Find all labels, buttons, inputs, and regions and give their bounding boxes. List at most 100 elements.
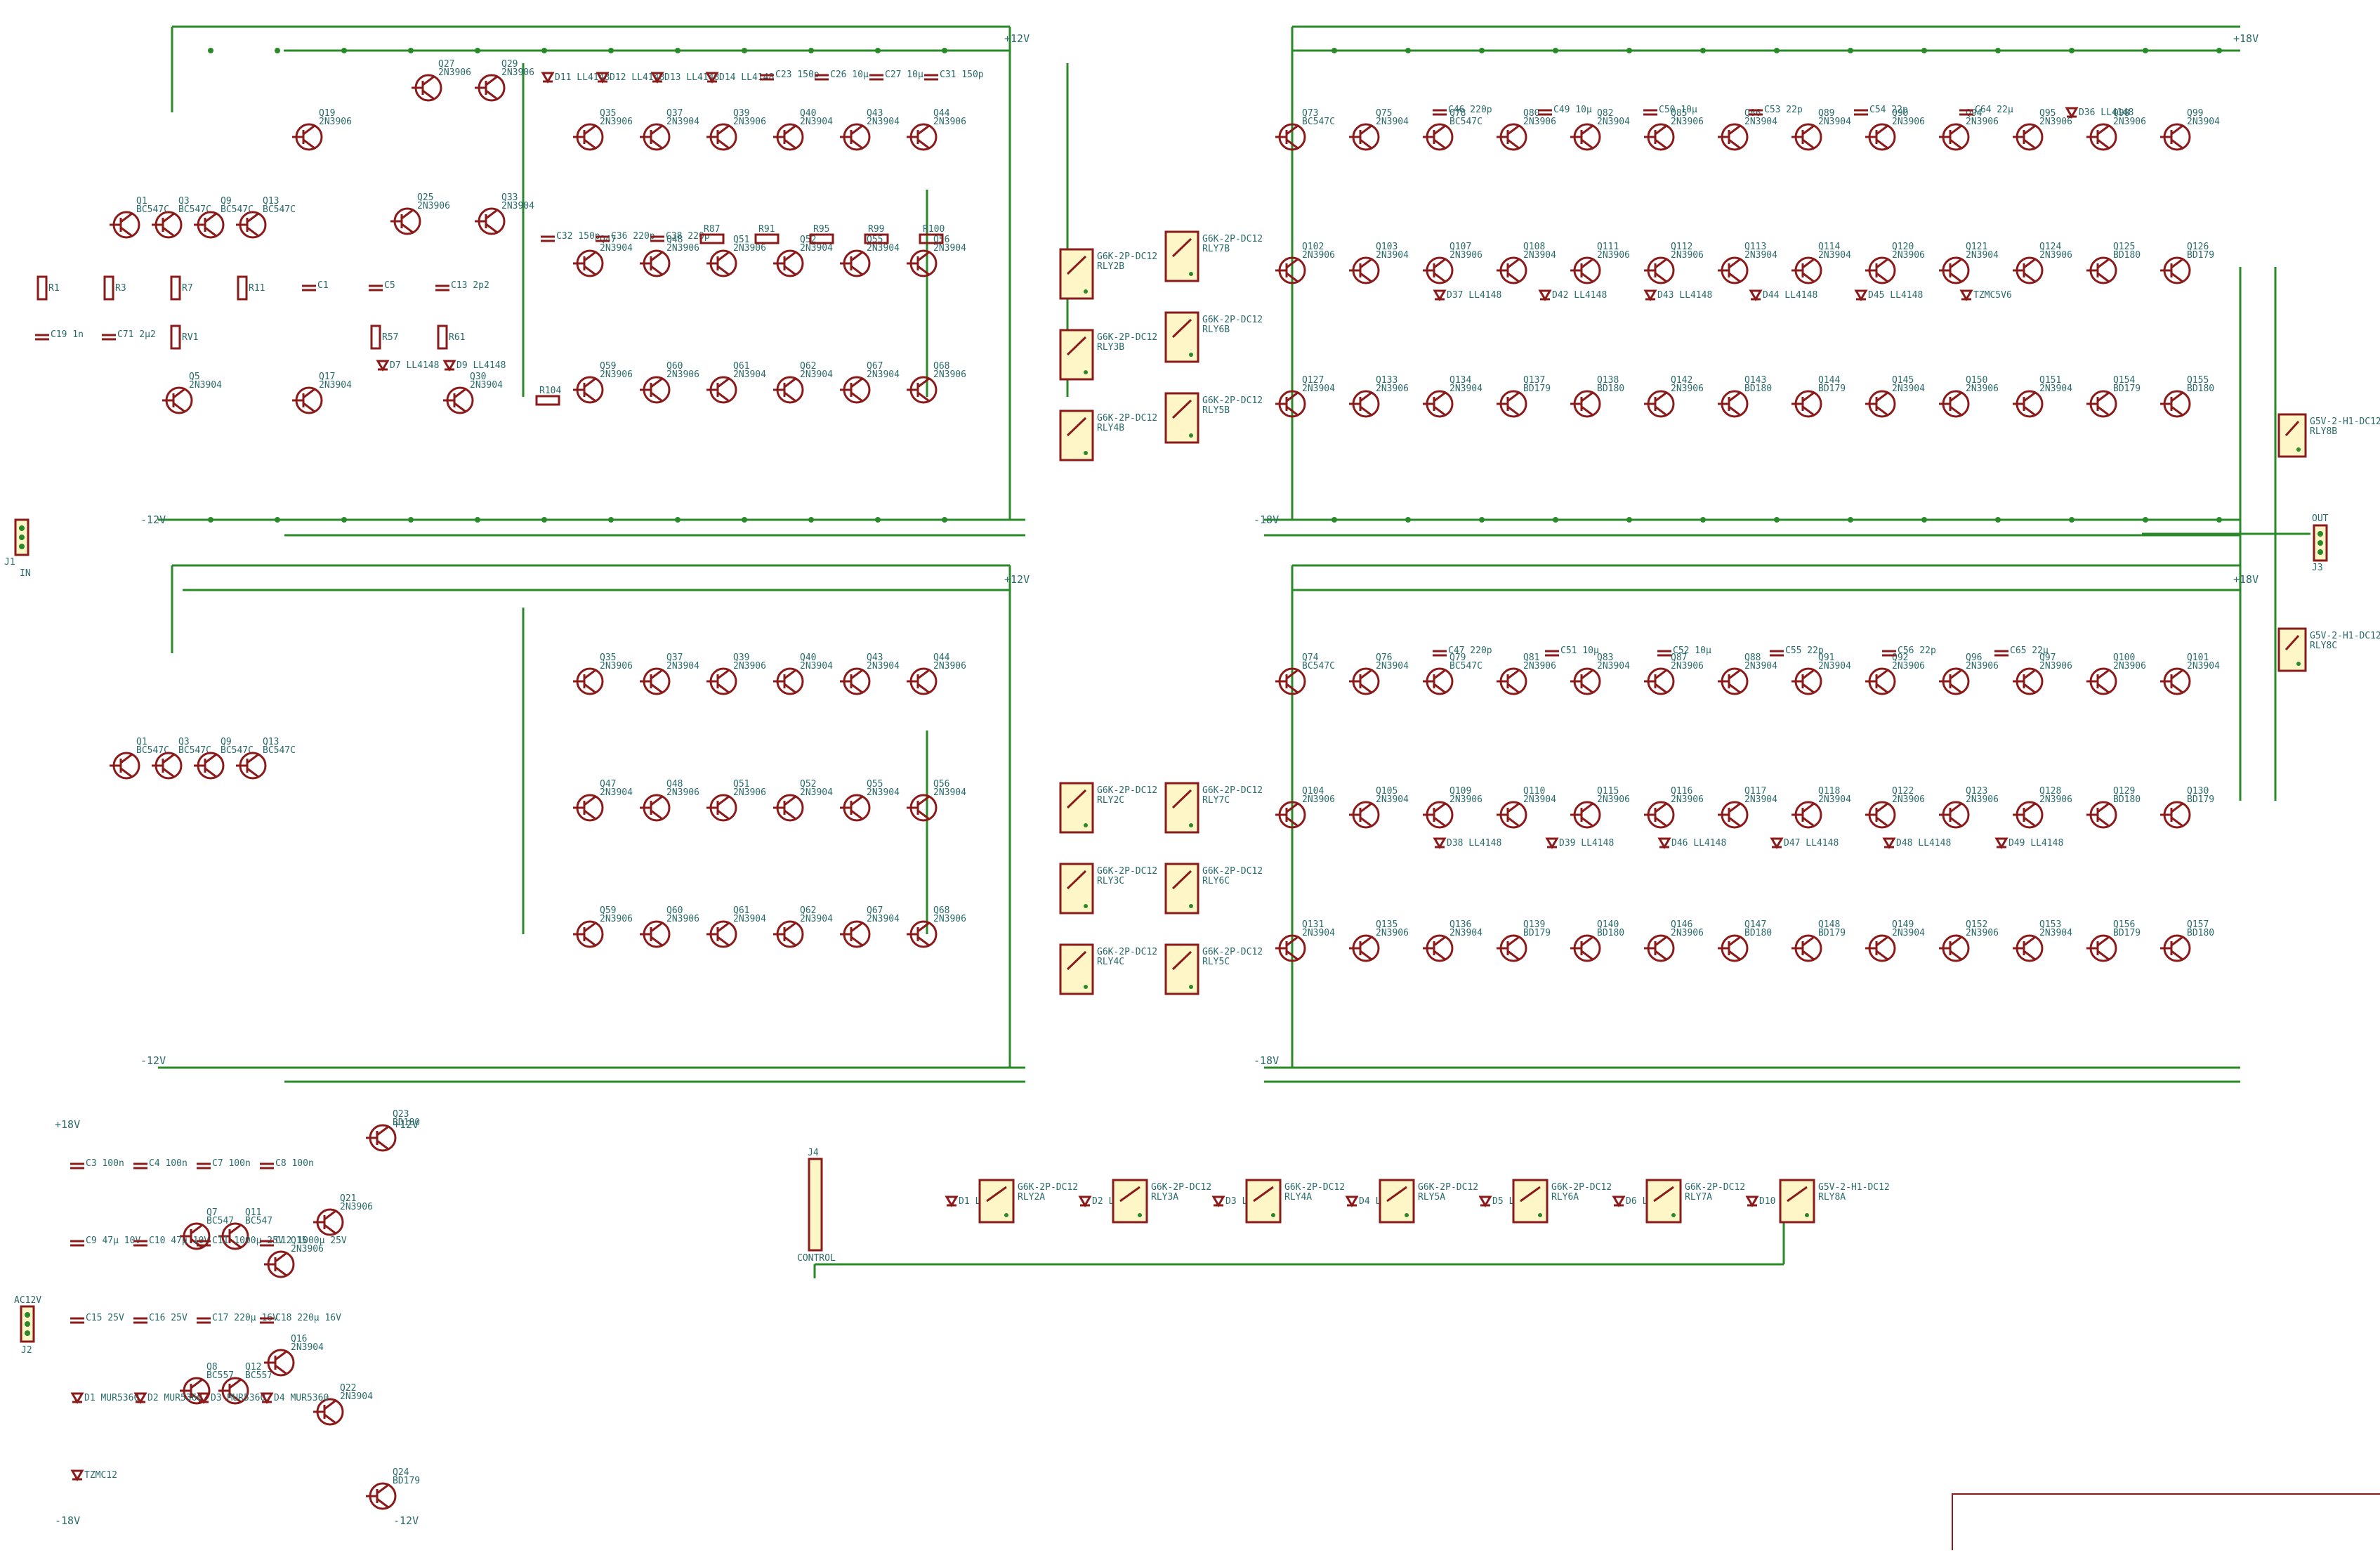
resistor[interactable]: R61: [437, 325, 465, 350]
ps-capacitor[interactable]: C17 220µ 16V: [197, 1313, 278, 1324]
input-connector-j1[interactable]: J1 IN: [4, 518, 31, 579]
resistor[interactable]: RV1: [170, 325, 198, 350]
ps-capacitor[interactable]: C10 47µ 10V: [133, 1236, 209, 1247]
capacitor[interactable]: C64 22µ: [1959, 105, 2013, 116]
ps-capacitor[interactable]: C7 100n: [197, 1158, 251, 1169]
capacitor[interactable]: C31 150p: [924, 70, 984, 81]
diode[interactable]: D7 LL4148: [376, 360, 439, 372]
ps-capacitor[interactable]: C18 220µ 16V: [260, 1313, 341, 1324]
diode[interactable]: D42 LL4148: [1538, 289, 1607, 301]
ps-diode[interactable]: D2 MUR5360: [133, 1392, 202, 1404]
capacitor[interactable]: C47 220p: [1433, 646, 1492, 657]
capacitor[interactable]: C53 22p: [1749, 105, 1803, 116]
resistor[interactable]: R1: [37, 275, 60, 301]
resistor[interactable]: R11: [237, 275, 265, 301]
ps-capacitor[interactable]: C12 1000µ 25V: [260, 1236, 347, 1247]
diode[interactable]: D47 LL4148: [1770, 837, 1839, 849]
capacitor[interactable]: C65 22µ: [1994, 646, 2049, 657]
diode[interactable]: D48 LL4148: [1882, 837, 1951, 849]
resistor[interactable]: R100: [919, 224, 945, 244]
diode[interactable]: D39 LL4148: [1545, 837, 1614, 849]
diode[interactable]: D36 LL4148: [2065, 107, 2134, 119]
capacitor[interactable]: C26 10µ: [815, 70, 869, 81]
ps-capacitor[interactable]: C4 100n: [133, 1158, 188, 1169]
ps-capacitor[interactable]: C3 100n: [70, 1158, 124, 1169]
ps-capacitor[interactable]: C11 1000µ 25V: [197, 1236, 284, 1247]
capacitor[interactable]: C46 220p: [1433, 105, 1492, 116]
capacitor[interactable]: C71 2µ2: [102, 329, 156, 341]
resistor[interactable]: R57: [370, 325, 398, 350]
output-connector-j3[interactable]: OUT J3: [2312, 513, 2329, 573]
